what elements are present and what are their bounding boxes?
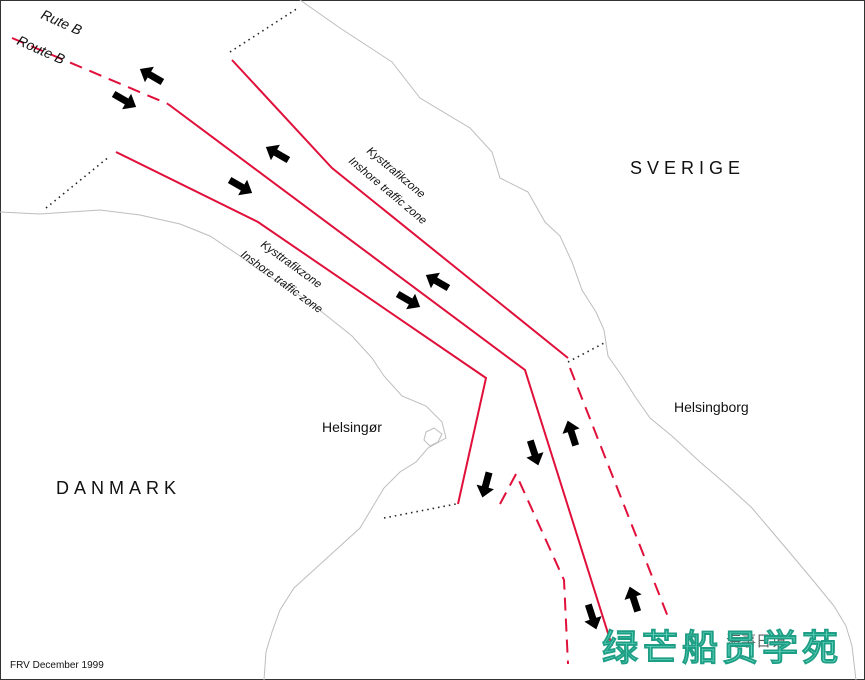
city-label-helsingborg: Helsingborg (674, 399, 749, 415)
arrow-north-2 (624, 586, 642, 613)
boundary-north-right (45, 155, 111, 209)
arrow-northwest-2 (265, 144, 291, 164)
route-b-line-solid (167, 103, 613, 647)
city-label-helsingor: Helsingør (322, 419, 382, 435)
route-label-danish: Rute B (39, 6, 85, 38)
country-label-denmark: DANMARK (56, 478, 181, 498)
inshore-zone-north-boundary (231, 59, 569, 359)
arrow-northwest-3 (425, 272, 451, 292)
map-credit: FRV December 1999 (10, 660, 104, 671)
watermark-small-text: 海事日记 (726, 632, 786, 650)
arrow-northwest-1 (139, 66, 165, 86)
helsingor-harbour (423, 427, 443, 447)
arrow-southeast-1 (111, 90, 137, 110)
country-label-sweden: SVERIGE (630, 158, 745, 178)
watermark-text: 绿芒船员学苑 (602, 627, 842, 669)
boundary-helsingborg (567, 341, 607, 363)
route-b-line-dashed (11, 37, 169, 105)
arrow-southeast-3 (395, 290, 421, 310)
inshore-zone-south-boundary (115, 151, 488, 505)
inshore-zone-north-boundary-dashed (569, 367, 671, 623)
boundary-north-left (229, 7, 299, 53)
sweden-coastline (299, 0, 857, 680)
arrow-southeast-2 (227, 176, 253, 196)
inshore-zone-south-boundary-dashed (499, 471, 569, 665)
arrow-south-helsingor (476, 471, 494, 498)
boundary-helsingor (383, 503, 457, 519)
route-label-english: Route B (15, 32, 68, 67)
arrow-south-2 (584, 603, 602, 630)
arrow-south-1 (526, 439, 544, 466)
arrow-north-1 (562, 420, 580, 447)
denmark-coastline (0, 209, 447, 680)
